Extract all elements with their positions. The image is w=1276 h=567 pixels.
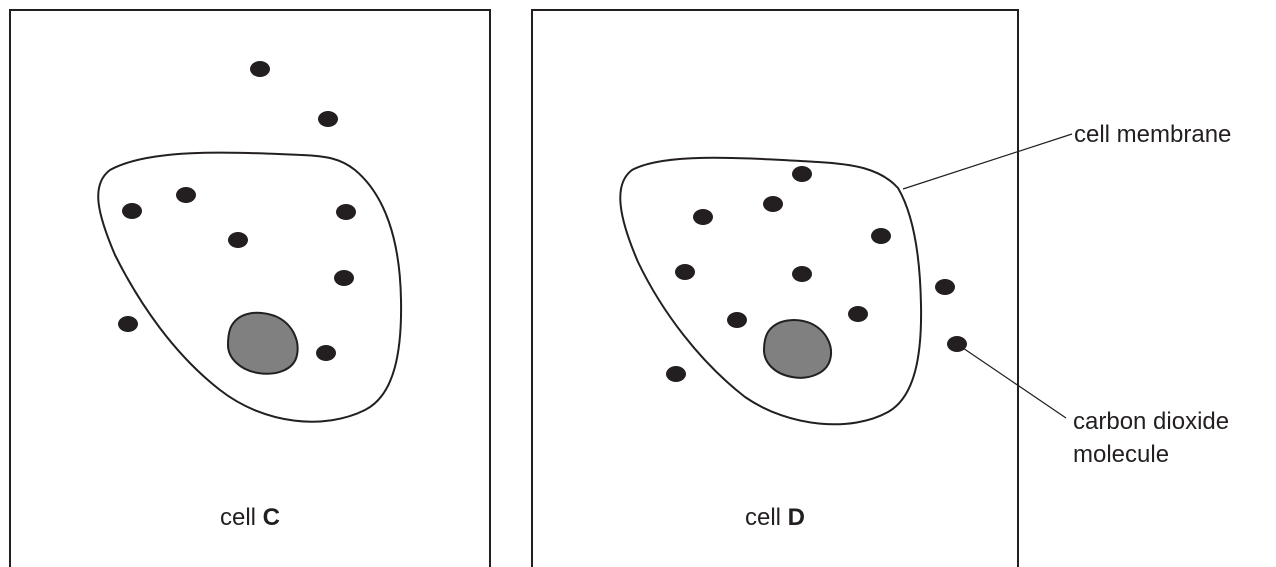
co2-molecule [693,209,713,225]
co2-molecule [122,203,142,219]
cell-label-d: cell D [745,504,805,531]
co2-molecule [318,111,338,127]
panel-cell-d: cell D [532,10,1018,567]
co2-molecule [118,316,138,332]
co2-molecule [228,232,248,248]
co2-molecule [176,187,196,203]
co2-molecule [336,204,356,220]
co2-molecule [250,61,270,77]
molecule-leader-line [960,346,1066,418]
molecule-label-line-2: molecule [1073,441,1169,468]
co2-molecule [947,336,967,352]
annotations: cell membrane carbon dioxide molecule [903,121,1231,468]
cell-membrane-c [98,153,401,422]
co2-molecule [792,166,812,182]
panel-cell-c: cell C [10,10,490,567]
co2-molecule [871,228,891,244]
cell-label-c: cell C [220,504,280,531]
membrane-label: cell membrane [1074,121,1231,148]
membrane-leader-line [903,134,1072,189]
co2-molecule [334,270,354,286]
co2-molecule [935,279,955,295]
molecule-label: carbon dioxide molecule [1073,408,1229,468]
co2-molecule [848,306,868,322]
co2-molecule [675,264,695,280]
co2-molecule [666,366,686,382]
molecule-label-line-1: carbon dioxide [1073,408,1229,435]
co2-molecule [316,345,336,361]
co2-molecule [763,196,783,212]
co2-molecule [727,312,747,328]
co2-molecule [792,266,812,282]
